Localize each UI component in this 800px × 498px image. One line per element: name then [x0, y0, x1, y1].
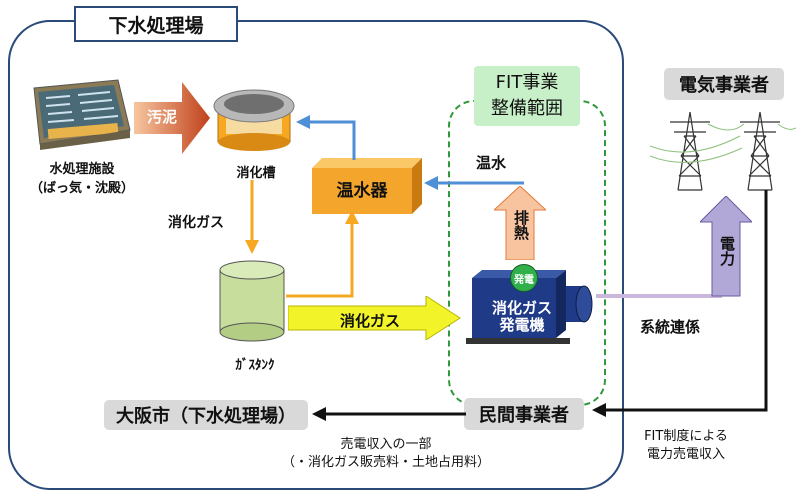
digester-icon: [213, 89, 295, 151]
water-heater-label: 温水器: [336, 181, 388, 201]
digester-label: 消化槽: [236, 166, 276, 181]
fit-income-line1: FIT制度による: [644, 429, 728, 444]
revenue-share-label: 売電収入の一部 （・消化ガス販売料・土地占用料）: [276, 436, 496, 472]
fit-scope-title: FIT事業 整備範囲: [474, 66, 580, 126]
fit-income-line2: 電力売電収入: [646, 447, 725, 462]
water-treatment-label-line2: （ばっ気・沈殿）: [29, 181, 134, 196]
hot-water-to-digester-arrow: [296, 115, 356, 160]
sludge-label: 汚泥: [146, 108, 177, 126]
water-treatment-label-line1: 水処理施設: [49, 162, 115, 177]
generator-label: 消化ガス 発電機: [476, 300, 568, 334]
exhaust-heat-arrow: [494, 186, 546, 260]
generator-label-line1: 消化ガス: [491, 299, 552, 317]
grid-connection-line: [596, 294, 722, 298]
gas-to-generator-arrow: [288, 296, 461, 340]
fit-title-line2: 整備範囲: [491, 98, 563, 119]
gas-to-heater-arrow: [286, 210, 359, 298]
gas-down-arrow: [245, 180, 259, 254]
fit-income-label: FIT制度による 電力売電収入: [626, 428, 746, 464]
plant-title: 下水処理場: [74, 6, 238, 42]
water-heater-box: [312, 158, 422, 214]
osaka-city-box: 大阪市（下水処理場）: [104, 400, 308, 430]
generator-label-line2: 発電機: [499, 316, 545, 334]
generator-icon: [466, 270, 593, 344]
power-arrow: [700, 196, 752, 297]
digestion-gas-label: 消化ガス: [168, 215, 224, 231]
hot-water-arrow: [424, 176, 524, 190]
power-label: 電力: [718, 236, 736, 266]
exhaust-heat-label: 排熱: [512, 210, 530, 240]
private-operator-box: 民間事業者: [464, 398, 584, 430]
revenue-share-line2: （・消化ガス販売料・土地占用料）: [281, 455, 490, 470]
plant-boundary: [8, 20, 624, 490]
water-treatment-icon: [33, 79, 131, 150]
gas-tank-icon: [219, 260, 285, 342]
revenue-share-arrow: [312, 407, 466, 421]
sludge-arrow: [134, 82, 210, 154]
revenue-share-line1: 売電収入の一部: [340, 437, 432, 452]
water-treatment-label: 水処理施設 （ばっ気・沈殿）: [22, 160, 142, 198]
hot-water-label: 温水: [476, 154, 507, 172]
gas-tank-label: ｶﾞｽﾀﾝｸ: [235, 358, 275, 373]
grid-connection-label: 系統連係: [640, 318, 701, 336]
fit-income-arrow: [592, 190, 768, 417]
generator-badge: 発電: [510, 264, 538, 292]
utility-title: 電気事業者: [664, 68, 784, 100]
transmission-tower-icon: [650, 111, 796, 191]
gas-flow-label: 消化ガス: [340, 312, 401, 330]
fit-title-line1: FIT事業: [495, 72, 559, 93]
